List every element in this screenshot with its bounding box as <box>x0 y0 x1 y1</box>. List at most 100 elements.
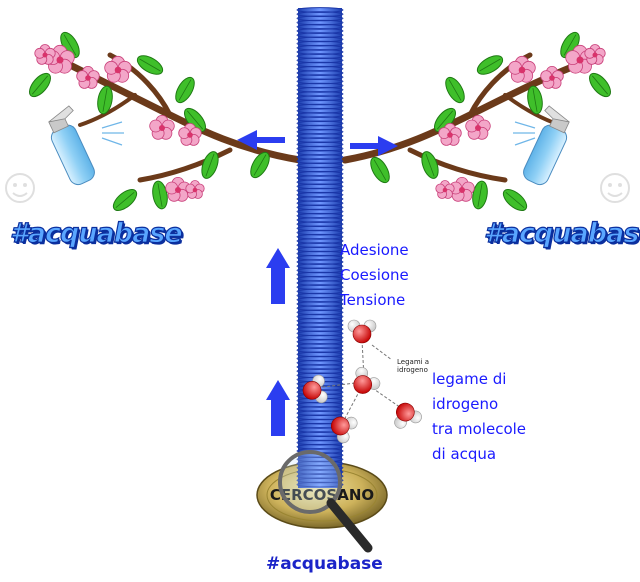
leaf <box>136 55 164 75</box>
arrow-right-icon <box>350 136 398 156</box>
coil-ring <box>296 305 344 312</box>
coil-ring <box>296 53 344 60</box>
arrow-up-lower-icon <box>266 380 290 436</box>
coil-ring <box>296 238 344 244</box>
coil-ring <box>296 7 344 13</box>
coil-ring <box>296 179 344 186</box>
blossom-icon <box>508 55 536 83</box>
coil-ring <box>296 145 344 152</box>
leaf <box>502 189 528 211</box>
coil-ring <box>296 456 344 463</box>
coil-ring <box>296 149 344 156</box>
blossom-icon <box>149 114 175 140</box>
watermark-face-left-icon <box>5 173 35 203</box>
coil-ring <box>296 322 344 328</box>
blossoms-group <box>34 44 606 202</box>
coil-ring <box>296 259 344 265</box>
coil-ring <box>296 175 344 181</box>
coil-ring <box>296 233 344 240</box>
coil-ring <box>296 107 344 114</box>
bond-note: legame di idrogeno tra molecole di acqua <box>432 367 526 467</box>
coil-ring <box>296 296 344 303</box>
coil-ring <box>296 86 344 93</box>
coil-ring <box>296 82 344 89</box>
coil-ring <box>296 343 344 349</box>
coil-ring <box>296 481 344 488</box>
coil-ring <box>296 284 344 291</box>
force-adhesion: Adesione <box>340 241 409 259</box>
coil-ring <box>296 137 344 144</box>
coil-ring <box>296 200 344 207</box>
coil-ring <box>296 254 344 261</box>
coil-ring <box>296 208 344 215</box>
leaf <box>527 85 543 115</box>
coil-ring <box>296 355 344 362</box>
leaf <box>589 72 611 98</box>
coil-ring <box>296 443 344 450</box>
coil-ring <box>296 49 344 55</box>
blossom-icon <box>438 122 462 146</box>
force-tension: Tensione <box>340 291 406 309</box>
coil-ring <box>296 477 344 484</box>
coil-ring <box>296 212 344 219</box>
coil-ring <box>296 263 344 270</box>
coil-ring <box>296 368 344 375</box>
blossom-icon <box>104 55 132 83</box>
coil-ring <box>296 141 344 148</box>
coil-ring <box>296 250 344 257</box>
coil-ring <box>296 57 344 64</box>
coil-ring <box>296 229 344 236</box>
leaves-group <box>29 31 611 211</box>
water-molecule-icon <box>353 366 381 394</box>
coil-ring <box>296 292 344 299</box>
coil-ring <box>296 351 344 358</box>
spray-bottle-left-icon <box>48 105 95 186</box>
coil-ring <box>296 162 344 169</box>
blossom-icon <box>185 180 205 199</box>
logo-text: CERCOSANO <box>270 486 374 504</box>
coil-ring <box>296 221 344 228</box>
coil-ring <box>296 196 344 202</box>
coil-ring <box>296 91 344 97</box>
leaf <box>370 156 390 184</box>
coil-ring <box>296 313 344 320</box>
callout-line-2: idrogeno <box>397 366 428 374</box>
coil-ring <box>296 460 344 467</box>
leaf <box>29 72 51 98</box>
forces-list: Adesione Coesione Tensione <box>340 238 409 313</box>
coil-ring <box>296 128 344 135</box>
coil-ring <box>296 183 344 190</box>
blossom-icon <box>76 65 100 89</box>
coil-ring <box>296 103 344 110</box>
coil-ring <box>296 406 344 412</box>
leaf <box>445 76 465 104</box>
coil-ring <box>296 99 344 106</box>
spray-mist-right <box>513 121 536 146</box>
blossom-icon <box>34 44 56 65</box>
spray-mist-left <box>101 121 124 146</box>
coil-ring <box>296 326 344 333</box>
spray-bottle-right-icon <box>523 105 570 186</box>
coil-ring <box>296 469 344 475</box>
coil-ring <box>296 11 344 18</box>
bond-note-line-3: tra molecole <box>432 420 527 438</box>
coil-ring <box>296 191 344 198</box>
coil-ring <box>296 44 344 51</box>
coil-ring <box>296 70 344 76</box>
coil-ring <box>296 19 344 26</box>
blossom-icon <box>165 176 191 202</box>
blossom-icon <box>435 180 455 199</box>
coil-ring <box>296 28 344 34</box>
coil-ring <box>296 154 344 160</box>
leaf <box>472 180 488 210</box>
coil-ring <box>296 23 344 30</box>
bond-note-line-4: di acqua <box>432 445 497 463</box>
water-molecule-icon <box>347 319 377 344</box>
coil-ring <box>296 246 344 253</box>
coil-ring <box>296 65 344 72</box>
water-molecule-icon <box>302 374 328 404</box>
coil-ring <box>296 280 344 286</box>
coil-ring <box>296 204 344 211</box>
leaf <box>112 189 138 211</box>
